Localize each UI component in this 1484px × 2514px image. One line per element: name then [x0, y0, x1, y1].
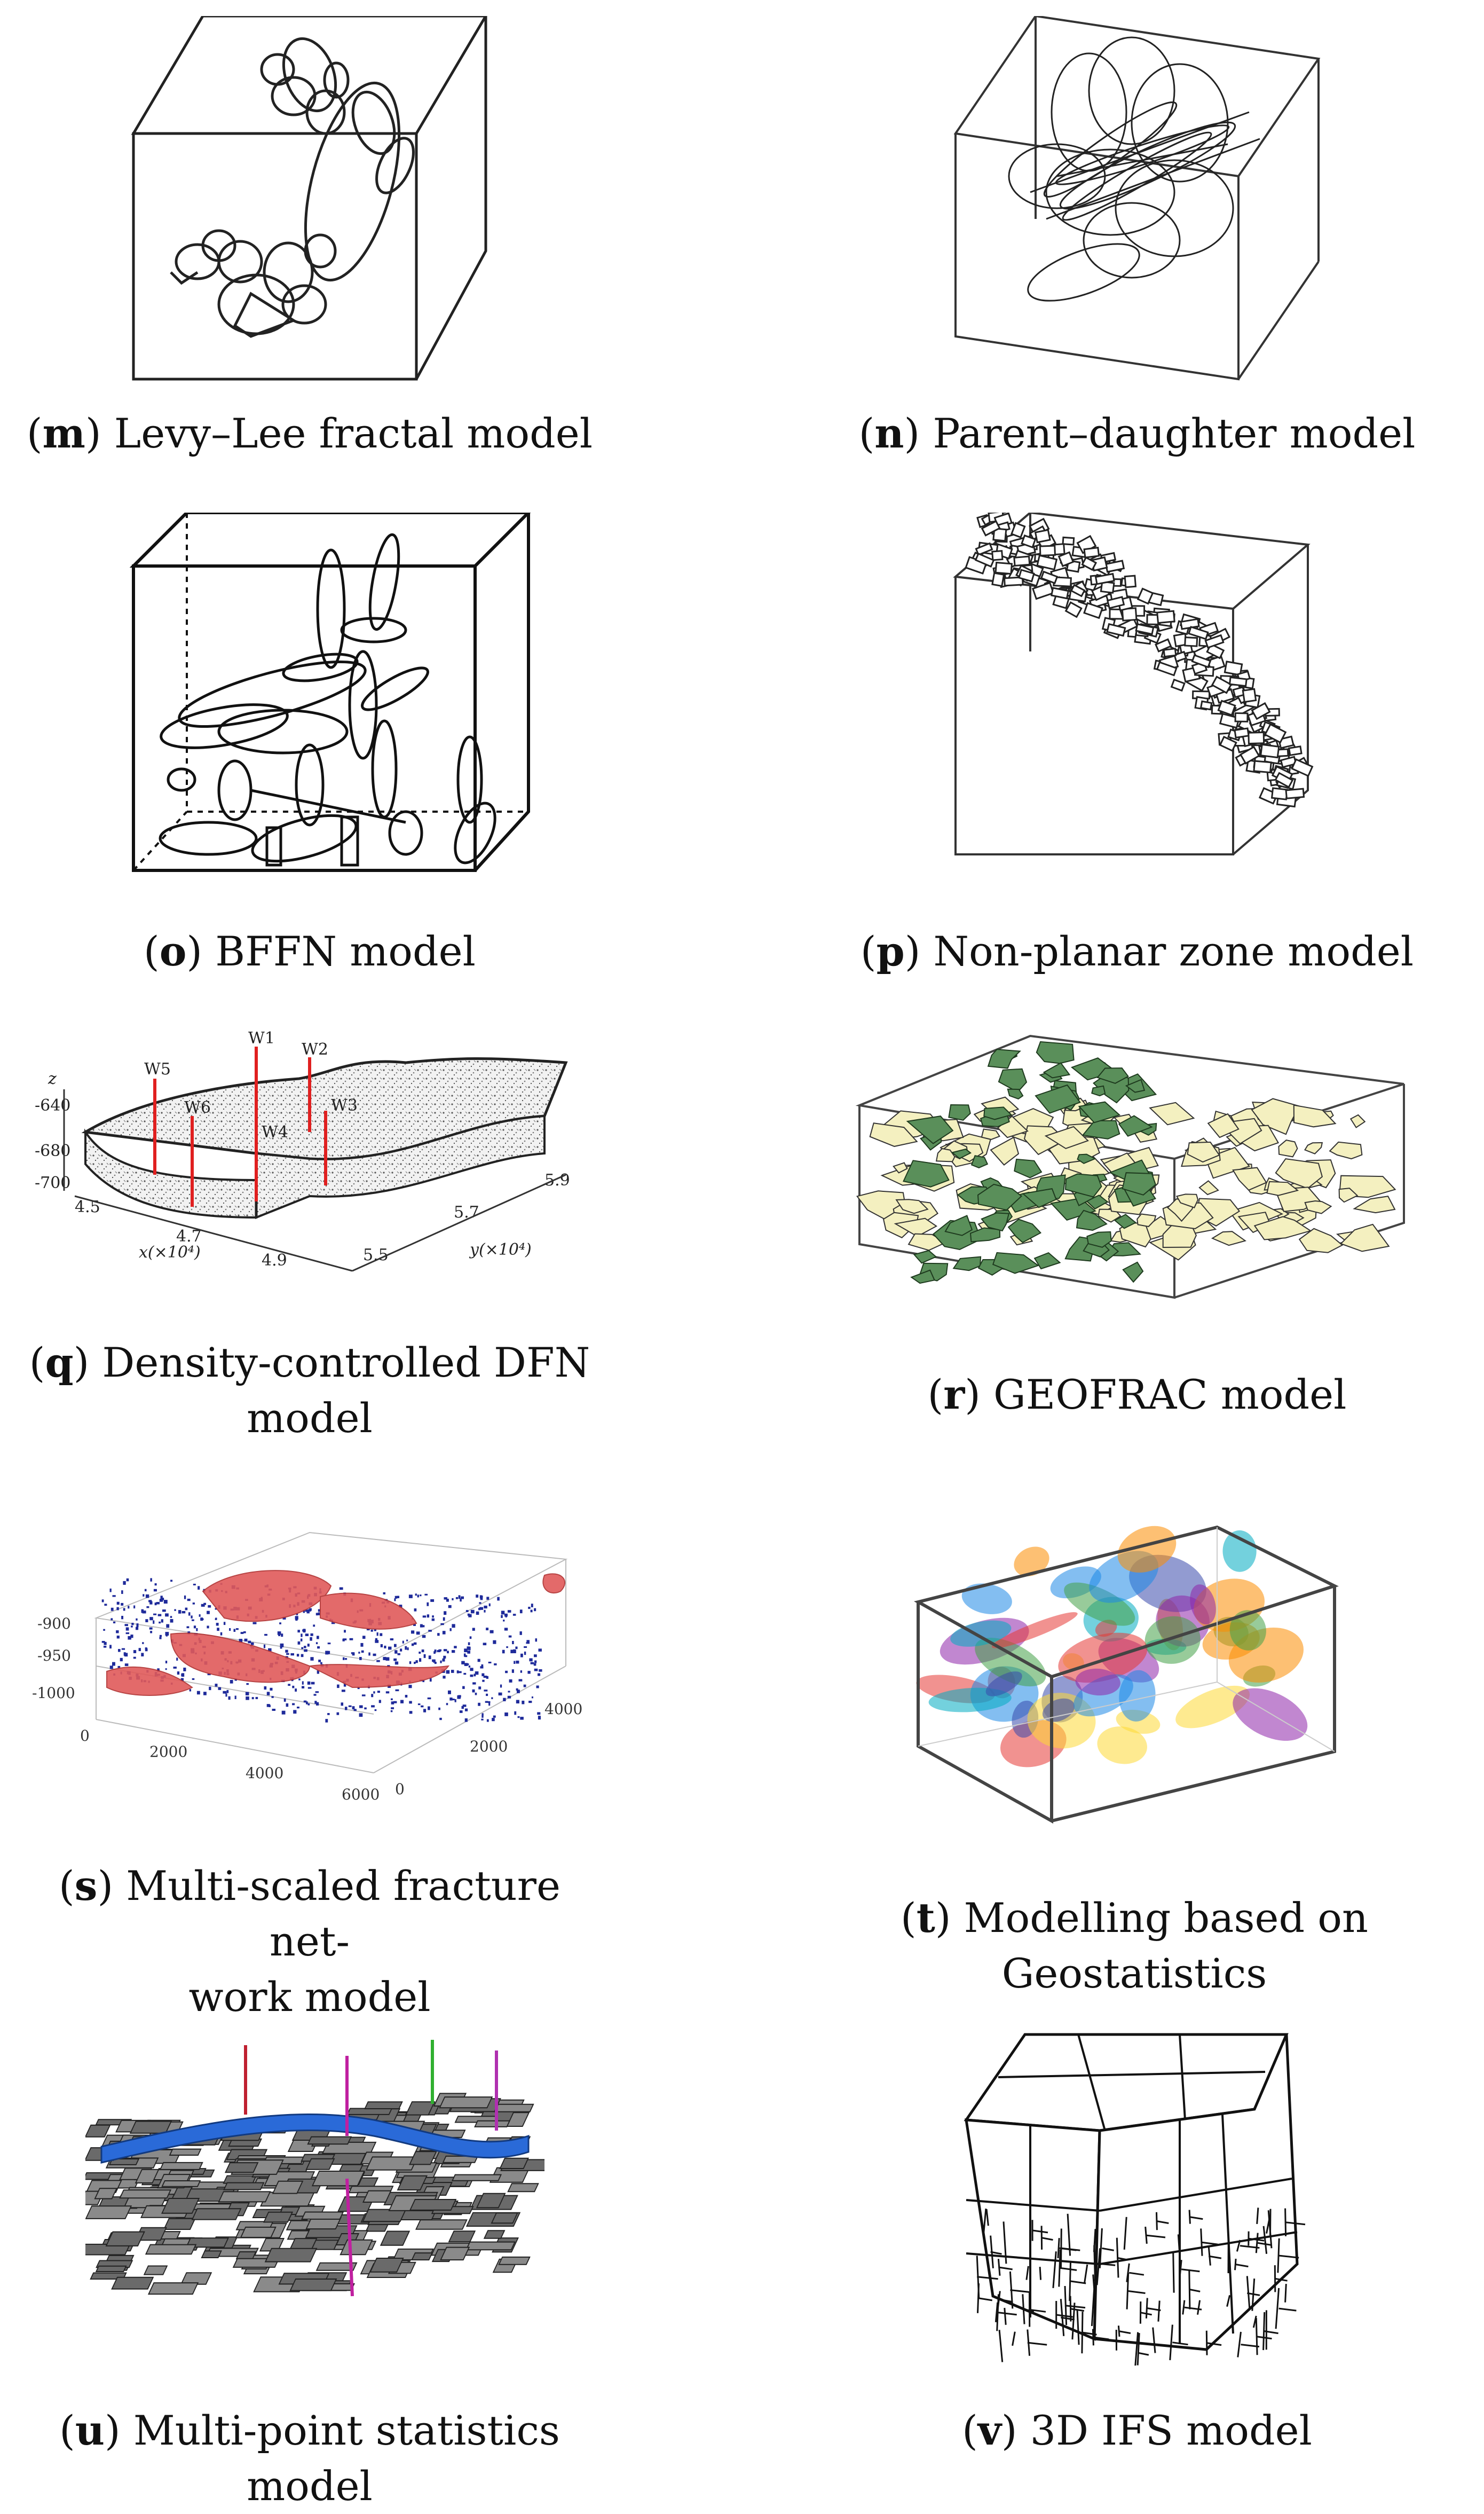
geofrac-figure — [849, 1031, 1415, 1319]
ifs-cube-figure — [956, 2029, 1308, 2366]
caption-n: (n) Parent–daughter model — [833, 406, 1441, 461]
z-tick-2: -950 — [37, 1647, 71, 1664]
red-patch-6 — [543, 1574, 565, 1593]
x-tick-3: 6000 — [342, 1786, 380, 1803]
caption-t: (t) Modelling based on Geostatistics — [790, 1890, 1479, 2001]
y-tick-3: 5.9 — [544, 1171, 570, 1190]
caption-r: (r) GEOFRAC model — [833, 1367, 1441, 1423]
red-patch-3 — [107, 1667, 192, 1695]
x-tick-0: 0 — [80, 1727, 90, 1745]
label-w1: W1 — [248, 1029, 275, 1048]
caption-s: (s) Multi-scaled fracture net-work model — [21, 1858, 598, 2025]
multiscale-network-figure: -900 -950 -1000 0 2000 4000 6000 0 2000 … — [32, 1527, 609, 1826]
caption-p: (p) Non-planar zone model — [833, 924, 1441, 979]
non-planar-zone-figure — [950, 513, 1324, 860]
cube-top — [133, 16, 486, 133]
y-tick-1: 5.5 — [363, 1246, 389, 1264]
y-tick-0: 0 — [395, 1780, 405, 1798]
label-w3: W3 — [331, 1096, 358, 1115]
red-patch-5 — [310, 1664, 448, 1687]
label-w4: W4 — [262, 1123, 288, 1142]
red-patch-1 — [203, 1570, 331, 1621]
caption-v: (v) 3D IFS model — [833, 2403, 1441, 2458]
x-tick-1: 4.5 — [75, 1198, 100, 1216]
caption-m: (m) Levy–Lee fractal model — [21, 406, 598, 461]
z-tick-3: -1000 — [32, 1684, 75, 1702]
z-tick-2: -680 — [35, 1142, 70, 1160]
label-w5: W5 — [144, 1060, 171, 1079]
x-tick-2: 4000 — [246, 1764, 283, 1782]
cube-top — [133, 513, 528, 566]
z-tick-1: -640 — [35, 1096, 70, 1115]
y-tick-1: 2000 — [470, 1738, 508, 1755]
bffn-figure — [128, 513, 544, 876]
caption-u: (u) Multi-point statistics model — [21, 2403, 598, 2514]
caption-o: (o) BFFN model — [21, 924, 598, 979]
x-tick-1: 2000 — [149, 1743, 187, 1761]
z-tick-1: -900 — [37, 1615, 71, 1632]
z-tick-3: -700 — [35, 1174, 70, 1192]
multipoint-statistics-figure — [85, 2029, 544, 2328]
z-axis-label: z — [48, 1070, 57, 1088]
levy-lee-figure — [117, 16, 491, 384]
label-w6: W6 — [184, 1098, 211, 1117]
y-axis-label: y(×10⁴) — [469, 1240, 532, 1259]
x-tick-3: 4.9 — [262, 1251, 287, 1270]
x-axis-label: x(×10⁴) — [139, 1243, 201, 1262]
density-dfn-figure: W5 W6 W1 W4 W2 W3 z -640 -680 -700 4.5 4… — [32, 1025, 587, 1324]
y-tick-2: 4000 — [544, 1700, 582, 1718]
geostatistics-figure — [907, 1517, 1345, 1826]
parent-daughter-figure — [950, 16, 1324, 384]
label-w2: W2 — [302, 1040, 328, 1059]
